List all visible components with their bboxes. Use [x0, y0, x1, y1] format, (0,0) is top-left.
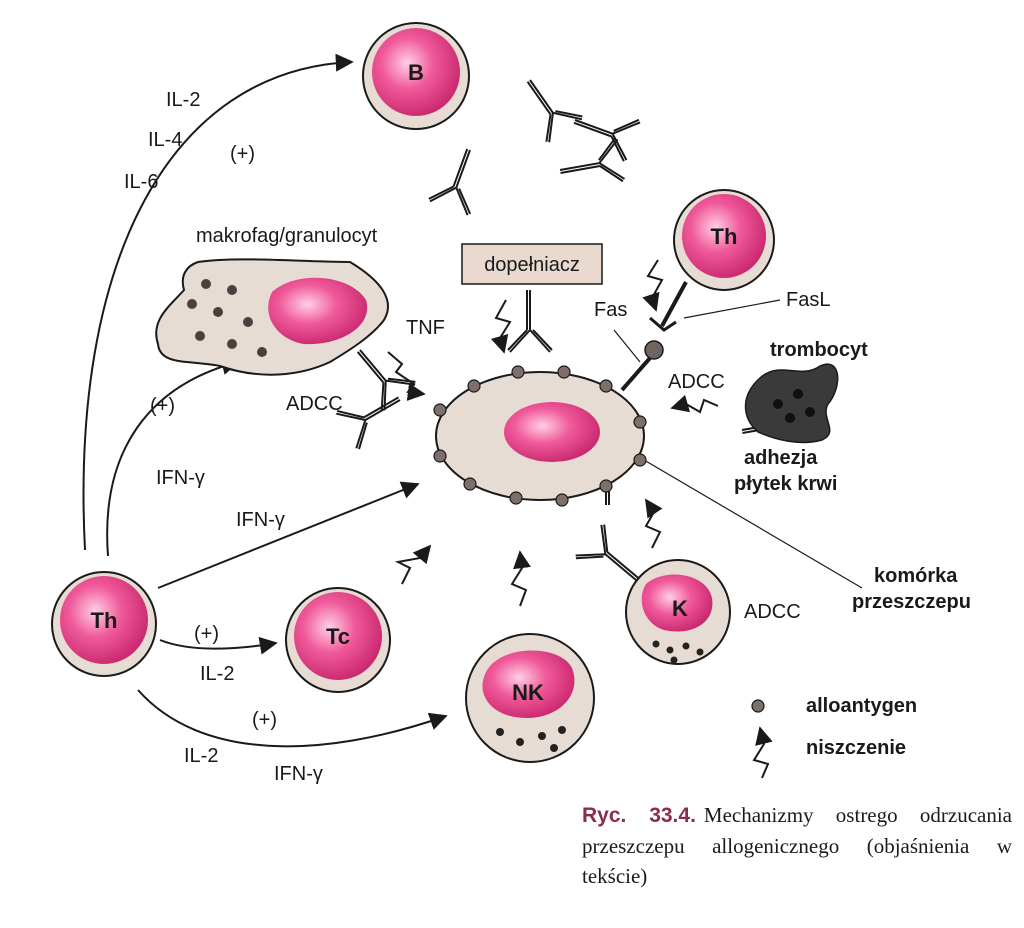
- tnf-label: TNF: [406, 317, 445, 339]
- annotations: IL-2 IL-4 IL-6 (+) makrofag/granulocyt T…: [124, 89, 971, 785]
- tc-cell: Tc: [285, 587, 391, 693]
- antibody-icon: [575, 524, 639, 581]
- il2-top-label: IL-2: [166, 89, 200, 111]
- il2-tc-label: IL-2: [200, 663, 234, 685]
- arrow-th-to-tc: [159, 636, 278, 655]
- bolt-icon: [394, 544, 432, 585]
- adcc-right-label: ADCC: [668, 371, 725, 393]
- adcc-k-label: ADCC: [744, 601, 801, 623]
- figure-caption: Ryc. 33.4.Mechanizmy ostrego odrzucania …: [582, 800, 1012, 891]
- th-left-label: Th: [91, 608, 118, 633]
- caption-text: Mechanizmy ostrego odrzucania przeszczep…: [582, 803, 1012, 888]
- arrow-th-to-b: [82, 53, 354, 551]
- plus-mid-label: (+): [150, 395, 175, 417]
- legend-alloantygen: alloantygen: [806, 695, 917, 717]
- th-top-label: Th: [711, 224, 738, 249]
- adhezja-label-2: płytek krwi: [734, 473, 837, 495]
- k-cell: K: [625, 559, 731, 665]
- bolt-icon: [642, 259, 664, 312]
- makrofag-label: makrofag/granulocyt: [196, 225, 378, 247]
- macrophage: [155, 258, 389, 376]
- platelet: [744, 363, 839, 444]
- alloantigen-legend-icon: [751, 699, 765, 713]
- b-cell-label: B: [408, 60, 424, 85]
- antibody-icon: [428, 148, 472, 216]
- caption-number: Ryc. 33.4.: [582, 804, 696, 827]
- antibody-icon: [336, 396, 401, 450]
- antibody-icon: [526, 79, 583, 143]
- antibody-icon: [573, 118, 641, 162]
- th-cell-top: Th: [649, 189, 775, 332]
- ifn-center-label: IFN-γ: [236, 509, 285, 531]
- fas-label: Fas: [594, 299, 627, 321]
- graft-cell: [433, 340, 664, 507]
- pointer-fas: [613, 329, 641, 363]
- komorka-label-1: komórka: [874, 565, 958, 587]
- plus-top-label: (+): [230, 143, 255, 165]
- il6-top-label: IL-6: [124, 171, 158, 193]
- legend: alloantygen niszczenie: [751, 695, 917, 779]
- bolt-icon: [387, 351, 426, 401]
- destruction-bolts: [387, 259, 719, 607]
- arrows: [82, 53, 863, 748]
- trombocyt-label: trombocyt: [770, 339, 868, 361]
- komorka-label-2: przeszczepu: [852, 591, 971, 613]
- bolt-icon: [670, 394, 719, 414]
- granules: [187, 279, 267, 357]
- b-cell: B: [362, 22, 470, 130]
- ifn-bottom-label: IFN-γ: [274, 763, 323, 785]
- fasl-label: FasL: [786, 289, 830, 311]
- adhezja-label-1: adhezja: [744, 447, 818, 469]
- pointer-komorka: [609, 439, 863, 589]
- th-cell-left: Th: [51, 571, 157, 677]
- bolt-legend-icon: [752, 726, 773, 779]
- antibody-icon: [356, 349, 416, 411]
- plus-tc-label: (+): [194, 623, 219, 645]
- legend-niszczenie: niszczenie: [806, 737, 906, 759]
- alloantigen-dots: [433, 365, 647, 507]
- nk-label: NK: [512, 680, 544, 705]
- il4-top-label: IL-4: [148, 129, 182, 151]
- arrow-th-to-macrophage: [106, 357, 240, 557]
- arrow-th-to-nk: [137, 689, 448, 748]
- nk-cell: NK: [465, 633, 595, 763]
- il2-bottom-label: IL-2: [184, 745, 218, 767]
- tc-label: Tc: [326, 624, 350, 649]
- adcc-left-label: ADCC: [286, 393, 343, 415]
- arrow-th-to-graft: [157, 481, 420, 589]
- pointer-fasl: [683, 299, 781, 319]
- bolt-icon: [644, 498, 663, 549]
- plus-nk-label: (+): [252, 709, 277, 731]
- complement-label: dopełniacz: [484, 254, 580, 276]
- bolt-icon: [490, 299, 512, 354]
- ifn-left-label: IFN-γ: [156, 467, 205, 489]
- antibody-icon: [559, 137, 626, 183]
- complement-box: dopełniacz: [461, 243, 603, 285]
- antibody-icon: [507, 290, 553, 353]
- k-label: K: [672, 596, 688, 621]
- bolt-icon: [510, 550, 531, 607]
